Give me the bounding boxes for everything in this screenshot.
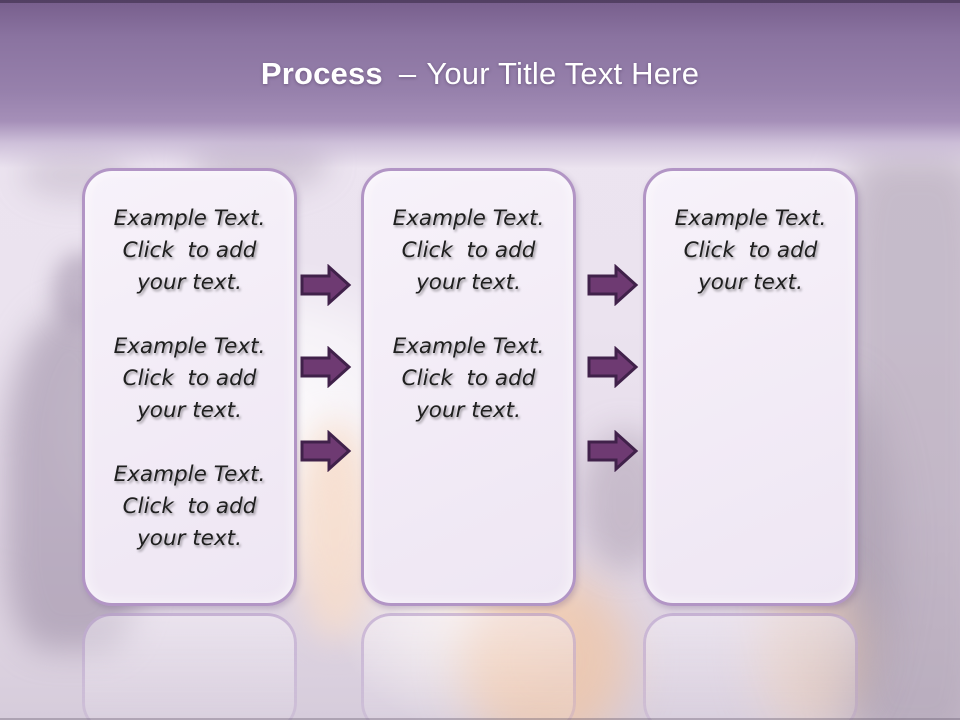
title-bar: Process–Your Title Text Here: [0, 0, 960, 168]
slide-bottom-edge: [0, 718, 960, 720]
title-separator: –: [398, 56, 417, 91]
flow-arrow-icon: [300, 264, 352, 306]
text-placeholder[interactable]: Example Text. Click to add your text.: [113, 334, 266, 423]
flow-arrow-icon: [587, 346, 639, 388]
text-placeholder[interactable]: Example Text. Click to add your text.: [113, 206, 266, 295]
flow-arrow-icon: [587, 430, 639, 472]
process-box-1-content: Example Text. Click to add your text. Ex…: [85, 171, 294, 555]
text-placeholder[interactable]: Example Text. Click to add your text.: [674, 206, 827, 295]
title-text: Your Title Text Here: [426, 56, 700, 91]
process-box-2[interactable]: Example Text. Click to add your text. Ex…: [361, 168, 576, 606]
text-placeholder[interactable]: Example Text. Click to add your text.: [392, 334, 545, 423]
text-placeholder[interactable]: Example Text. Click to add your text.: [392, 206, 545, 295]
reflection-box-2: [361, 613, 576, 720]
title-keyword: Process: [260, 56, 383, 91]
text-placeholder[interactable]: Example Text. Click to add your text.: [113, 462, 266, 551]
process-box-2-content: Example Text. Click to add your text. Ex…: [364, 171, 573, 427]
background-shade-right: [840, 150, 960, 720]
slide-title: Process–Your Title Text Here: [0, 54, 960, 94]
process-box-3-content: Example Text. Click to add your text.: [646, 171, 855, 299]
process-box-1[interactable]: Example Text. Click to add your text. Ex…: [82, 168, 297, 606]
flow-arrow-icon: [587, 264, 639, 306]
slide-top-edge: [0, 0, 960, 3]
reflection-box-1: [82, 613, 297, 720]
process-box-3[interactable]: Example Text. Click to add your text.: [643, 168, 858, 606]
flow-arrow-icon: [300, 430, 352, 472]
reflection-box-3: [643, 613, 858, 720]
flow-arrow-icon: [300, 346, 352, 388]
